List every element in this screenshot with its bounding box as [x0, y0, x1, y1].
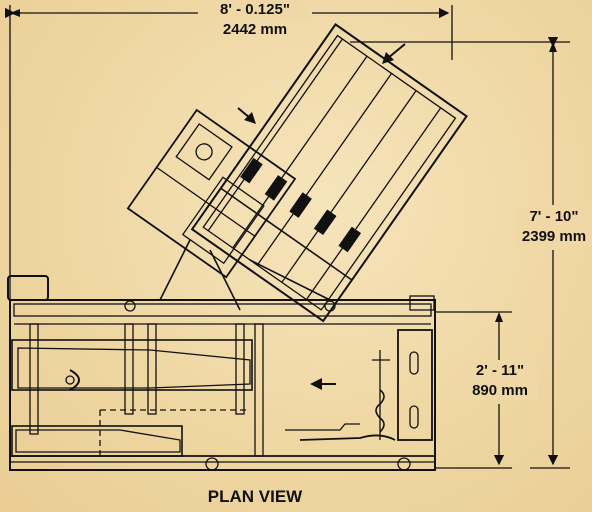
height-dimension-line: [350, 36, 570, 469]
base-height-mm-label: 890 mm: [462, 382, 538, 400]
support-struts: [159, 239, 331, 311]
base-frame: [7, 275, 436, 471]
view-title: PLAN VIEW: [207, 487, 303, 506]
overall-width-feet-label: 8' - 0.125": [200, 1, 310, 19]
base-height-feet-label: 2' - 11": [462, 362, 538, 380]
width-dimension-line: [4, 5, 453, 300]
overall-width-mm-label: 2442 mm: [222, 21, 288, 38]
base-height-dimension-line: [436, 311, 512, 469]
magazine-arrow-left: [237, 107, 256, 124]
feed-direction-arrow: [310, 378, 336, 390]
tilted-head-assembly: [126, 108, 297, 279]
magazine-arrow-top: [382, 43, 406, 64]
overall-height-mm-label: 2399 mm: [516, 228, 592, 246]
tilted-magazine: [190, 23, 468, 323]
overall-height-feet-label: 7' - 10": [516, 208, 592, 226]
